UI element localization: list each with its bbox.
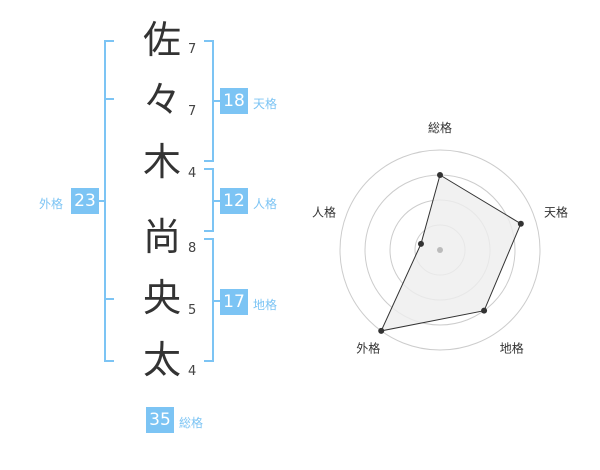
gaikaku-label: 外格 [39,197,64,211]
jinkaku-label: 人格 [253,197,278,211]
chikaku-label: 地格 [253,298,278,312]
soukaku-value: 35 [146,407,174,433]
radar-axis-label-1: 天格 [544,204,568,219]
tenkaku-value: 18 [220,88,248,114]
radar-data-polygon [380,174,522,332]
stroke-count-6: 4 [188,364,197,379]
radar-point-3 [378,327,385,334]
name-char-6: 太 [142,338,181,382]
name-char-1: 佐 [142,18,181,62]
radar-point-4 [417,240,424,247]
stroke-count-1: 7 [188,42,197,57]
radar-points [378,172,524,334]
jinkaku-bracket-tick [212,200,220,202]
stroke-count-2: 7 [188,104,197,119]
stroke-count-5: 5 [188,303,197,318]
radar-point-2 [481,307,488,314]
radar-ring-4 [339,149,541,351]
gaikaku-tick-1 [104,98,114,100]
soukaku-label: 総格 [179,416,204,430]
jinkaku-value: 12 [220,188,248,214]
gaikaku-tick-center [98,200,106,202]
radar-axis-label-0: 総格 [428,120,452,135]
tenkaku-bracket-tick [212,100,220,102]
stroke-count-4: 8 [188,241,197,256]
name-char-4: 尚 [142,215,181,259]
radar-point-1 [517,220,524,227]
radar-axis-label-2: 地格 [500,341,524,356]
chikaku-value: 17 [220,289,248,315]
stroke-count-3: 4 [188,166,197,181]
radar-point-0 [437,172,443,178]
gaikaku-tick-2 [104,298,114,300]
radar-axis-label-4: 人格 [312,204,336,219]
name-char-3: 木 [142,140,181,184]
radar-axis-label-3: 外格 [356,341,380,356]
radar-center-dot [437,247,443,253]
chikaku-bracket-tick [212,300,220,302]
name-char-5: 央 [142,276,181,320]
gaikaku-value: 23 [71,188,99,214]
name-char-2: 々 [142,78,181,122]
tenkaku-label: 天格 [253,97,278,111]
